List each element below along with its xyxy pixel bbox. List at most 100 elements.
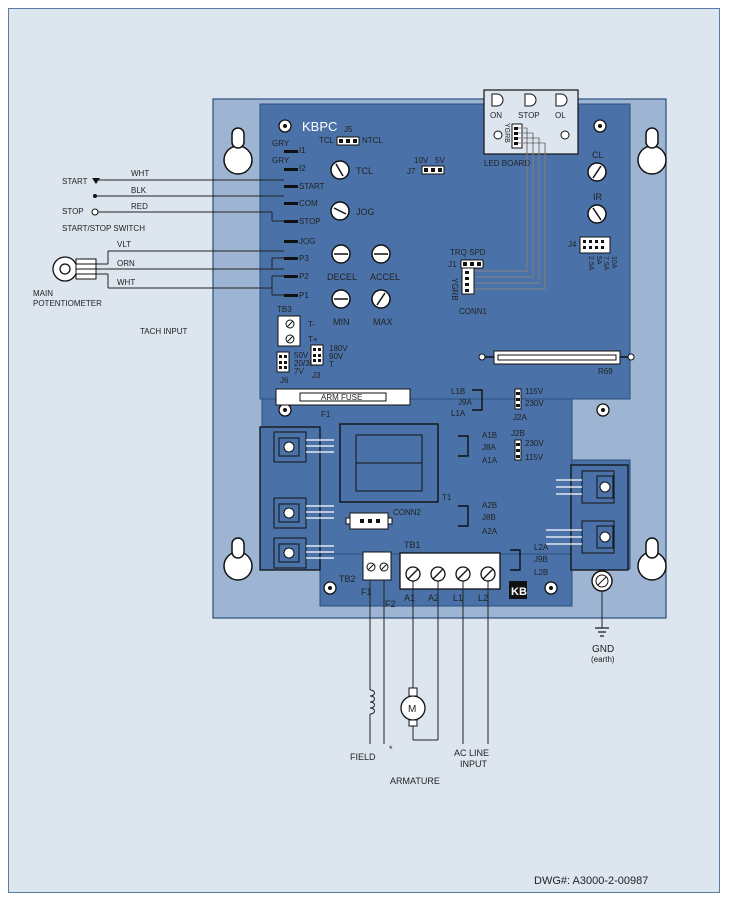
- trim-pot-accel[interactable]: [371, 244, 391, 264]
- field-label: FIELD: [350, 752, 376, 762]
- j8b-label: J8B: [482, 513, 496, 522]
- j3-t-label: T: [329, 360, 334, 369]
- terminal-i2: I2: [299, 164, 306, 173]
- trim-pot-max[interactable]: [371, 289, 391, 309]
- j6-2030v-label: 20/30V: [294, 359, 320, 368]
- ac-line-label: AC LINE: [454, 748, 489, 758]
- main-pot-label: MAIN: [33, 289, 53, 298]
- wire-blk-label: BLK: [131, 186, 147, 195]
- led-stop-label: STOP: [518, 111, 540, 120]
- terminal-start: START: [299, 182, 325, 191]
- led-ol-icon: [555, 93, 568, 107]
- terminal-stop: STOP: [299, 217, 321, 226]
- ac-input-label: INPUT: [460, 759, 488, 769]
- trim-pot-cl[interactable]: [587, 162, 607, 182]
- led-stop-icon: [524, 93, 537, 107]
- terminal-com: COM: [299, 199, 318, 208]
- conn1-label: CONN1: [459, 307, 488, 316]
- j2a-230v-label: 230V: [525, 399, 544, 408]
- mount-keyhole-br: [637, 537, 667, 581]
- tb3-t-plus-label: T+: [308, 335, 318, 344]
- trim-pot-min[interactable]: [331, 289, 351, 309]
- j2a-label: J2A: [513, 413, 527, 422]
- t1-label: T1: [442, 493, 452, 502]
- j8a-label: J8A: [482, 443, 496, 452]
- l1a-label: L1A: [451, 409, 466, 418]
- drawing-number: DWG#: A3000-2-00987: [534, 875, 648, 887]
- j4-jumper[interactable]: [579, 236, 611, 254]
- j5-ntcl-label: NTCL: [362, 136, 383, 145]
- trim-pot-tcl[interactable]: [330, 160, 350, 180]
- conn2-label: CONN2: [393, 508, 422, 517]
- j6-label: J6: [280, 376, 289, 385]
- terminal-p2: P2: [299, 272, 309, 281]
- j1-label: J1: [448, 260, 457, 269]
- j6-jumper[interactable]: [276, 351, 290, 373]
- j1-trq-spd-label: TRQ SPD: [450, 248, 486, 257]
- mount-keyhole-tl: [223, 127, 253, 175]
- j3-180v-label: 180V: [329, 344, 348, 353]
- j4-25a-label: 2.5A: [587, 256, 594, 271]
- mount-keyhole-tr: [637, 127, 667, 175]
- j7-5v-label: 5V: [435, 156, 445, 165]
- pot-accel-label: ACCEL: [370, 272, 400, 282]
- tach-input-label: TACH INPUT: [140, 327, 188, 336]
- j3-jumper[interactable]: [310, 344, 324, 366]
- j7-label: J7: [407, 167, 416, 176]
- j3-90v-label: 90V: [329, 352, 344, 361]
- tb2-label: TB2: [339, 574, 356, 584]
- pot-max-label: MAX: [373, 317, 393, 327]
- main-pot-label-2: POTENTIOMETER: [33, 299, 102, 308]
- j9b-label: J9B: [534, 555, 548, 564]
- motor-icon: M: [400, 687, 426, 727]
- j2b-label: J2B: [511, 429, 525, 438]
- tb1-label: TB1: [404, 540, 421, 550]
- tb3-t-minus-label: T-: [308, 320, 315, 329]
- led-ygrb-label: YGRB: [503, 123, 510, 143]
- j9a-label: J9A: [458, 398, 472, 407]
- gry-wire-label: GRY: [272, 156, 290, 165]
- led-board-screw-icon: [560, 130, 570, 140]
- a2a-label: A2A: [482, 527, 498, 536]
- wire-wht-label: WHT: [131, 169, 149, 178]
- gnd-label: GND: [592, 644, 614, 655]
- led-connector: [511, 123, 523, 149]
- j6-50v-label: 50V: [294, 351, 309, 360]
- stop-label: STOP: [62, 207, 84, 216]
- arm-fuse-label: ARM FUSE: [321, 393, 362, 402]
- j8a-jumper[interactable]: [458, 435, 469, 457]
- j3-label: J3: [312, 371, 321, 380]
- pot-jog-label: JOG: [356, 207, 375, 217]
- mount-keyhole-bl: [223, 537, 253, 581]
- armature-label: ARMATURE: [390, 776, 440, 786]
- j5-label: J5: [344, 125, 353, 134]
- terminal-i1: I1: [299, 146, 306, 155]
- j9a-jumper[interactable]: [472, 389, 483, 411]
- a1b-label: A1B: [482, 431, 497, 440]
- tb1-l2-label: L2: [478, 593, 488, 603]
- trim-pot-decel[interactable]: [331, 244, 351, 264]
- tb3-terminal-block: [277, 315, 301, 347]
- trim-pot-jog[interactable]: [330, 201, 350, 221]
- power-device-right: [581, 470, 615, 554]
- conn1-connector: [461, 267, 475, 295]
- trim-pot-ir[interactable]: [587, 204, 607, 224]
- j9b-jumper[interactable]: [510, 549, 521, 571]
- start-contact-icon: [92, 178, 100, 184]
- j8b-jumper[interactable]: [458, 505, 469, 527]
- led-on-label: ON: [490, 111, 502, 120]
- terminal-jog: JOG: [299, 237, 315, 246]
- l1b-label: L1B: [451, 387, 465, 396]
- j6-7v-label: 7V: [294, 367, 304, 376]
- a1a-label: A1A: [482, 456, 498, 465]
- tb1-a2-label: A2: [428, 593, 439, 603]
- tb3-label: TB3: [277, 305, 292, 314]
- wire-orn-label: ORN: [117, 259, 135, 268]
- j4-10a-label: 10A: [610, 256, 617, 269]
- j2b-230v-label: 230V: [525, 439, 544, 448]
- stop-contact-icon: [91, 208, 99, 216]
- j4-5a-label: 5A: [595, 256, 602, 265]
- j7-10v-label: 10V: [414, 156, 429, 165]
- r69-label: R69: [598, 367, 613, 376]
